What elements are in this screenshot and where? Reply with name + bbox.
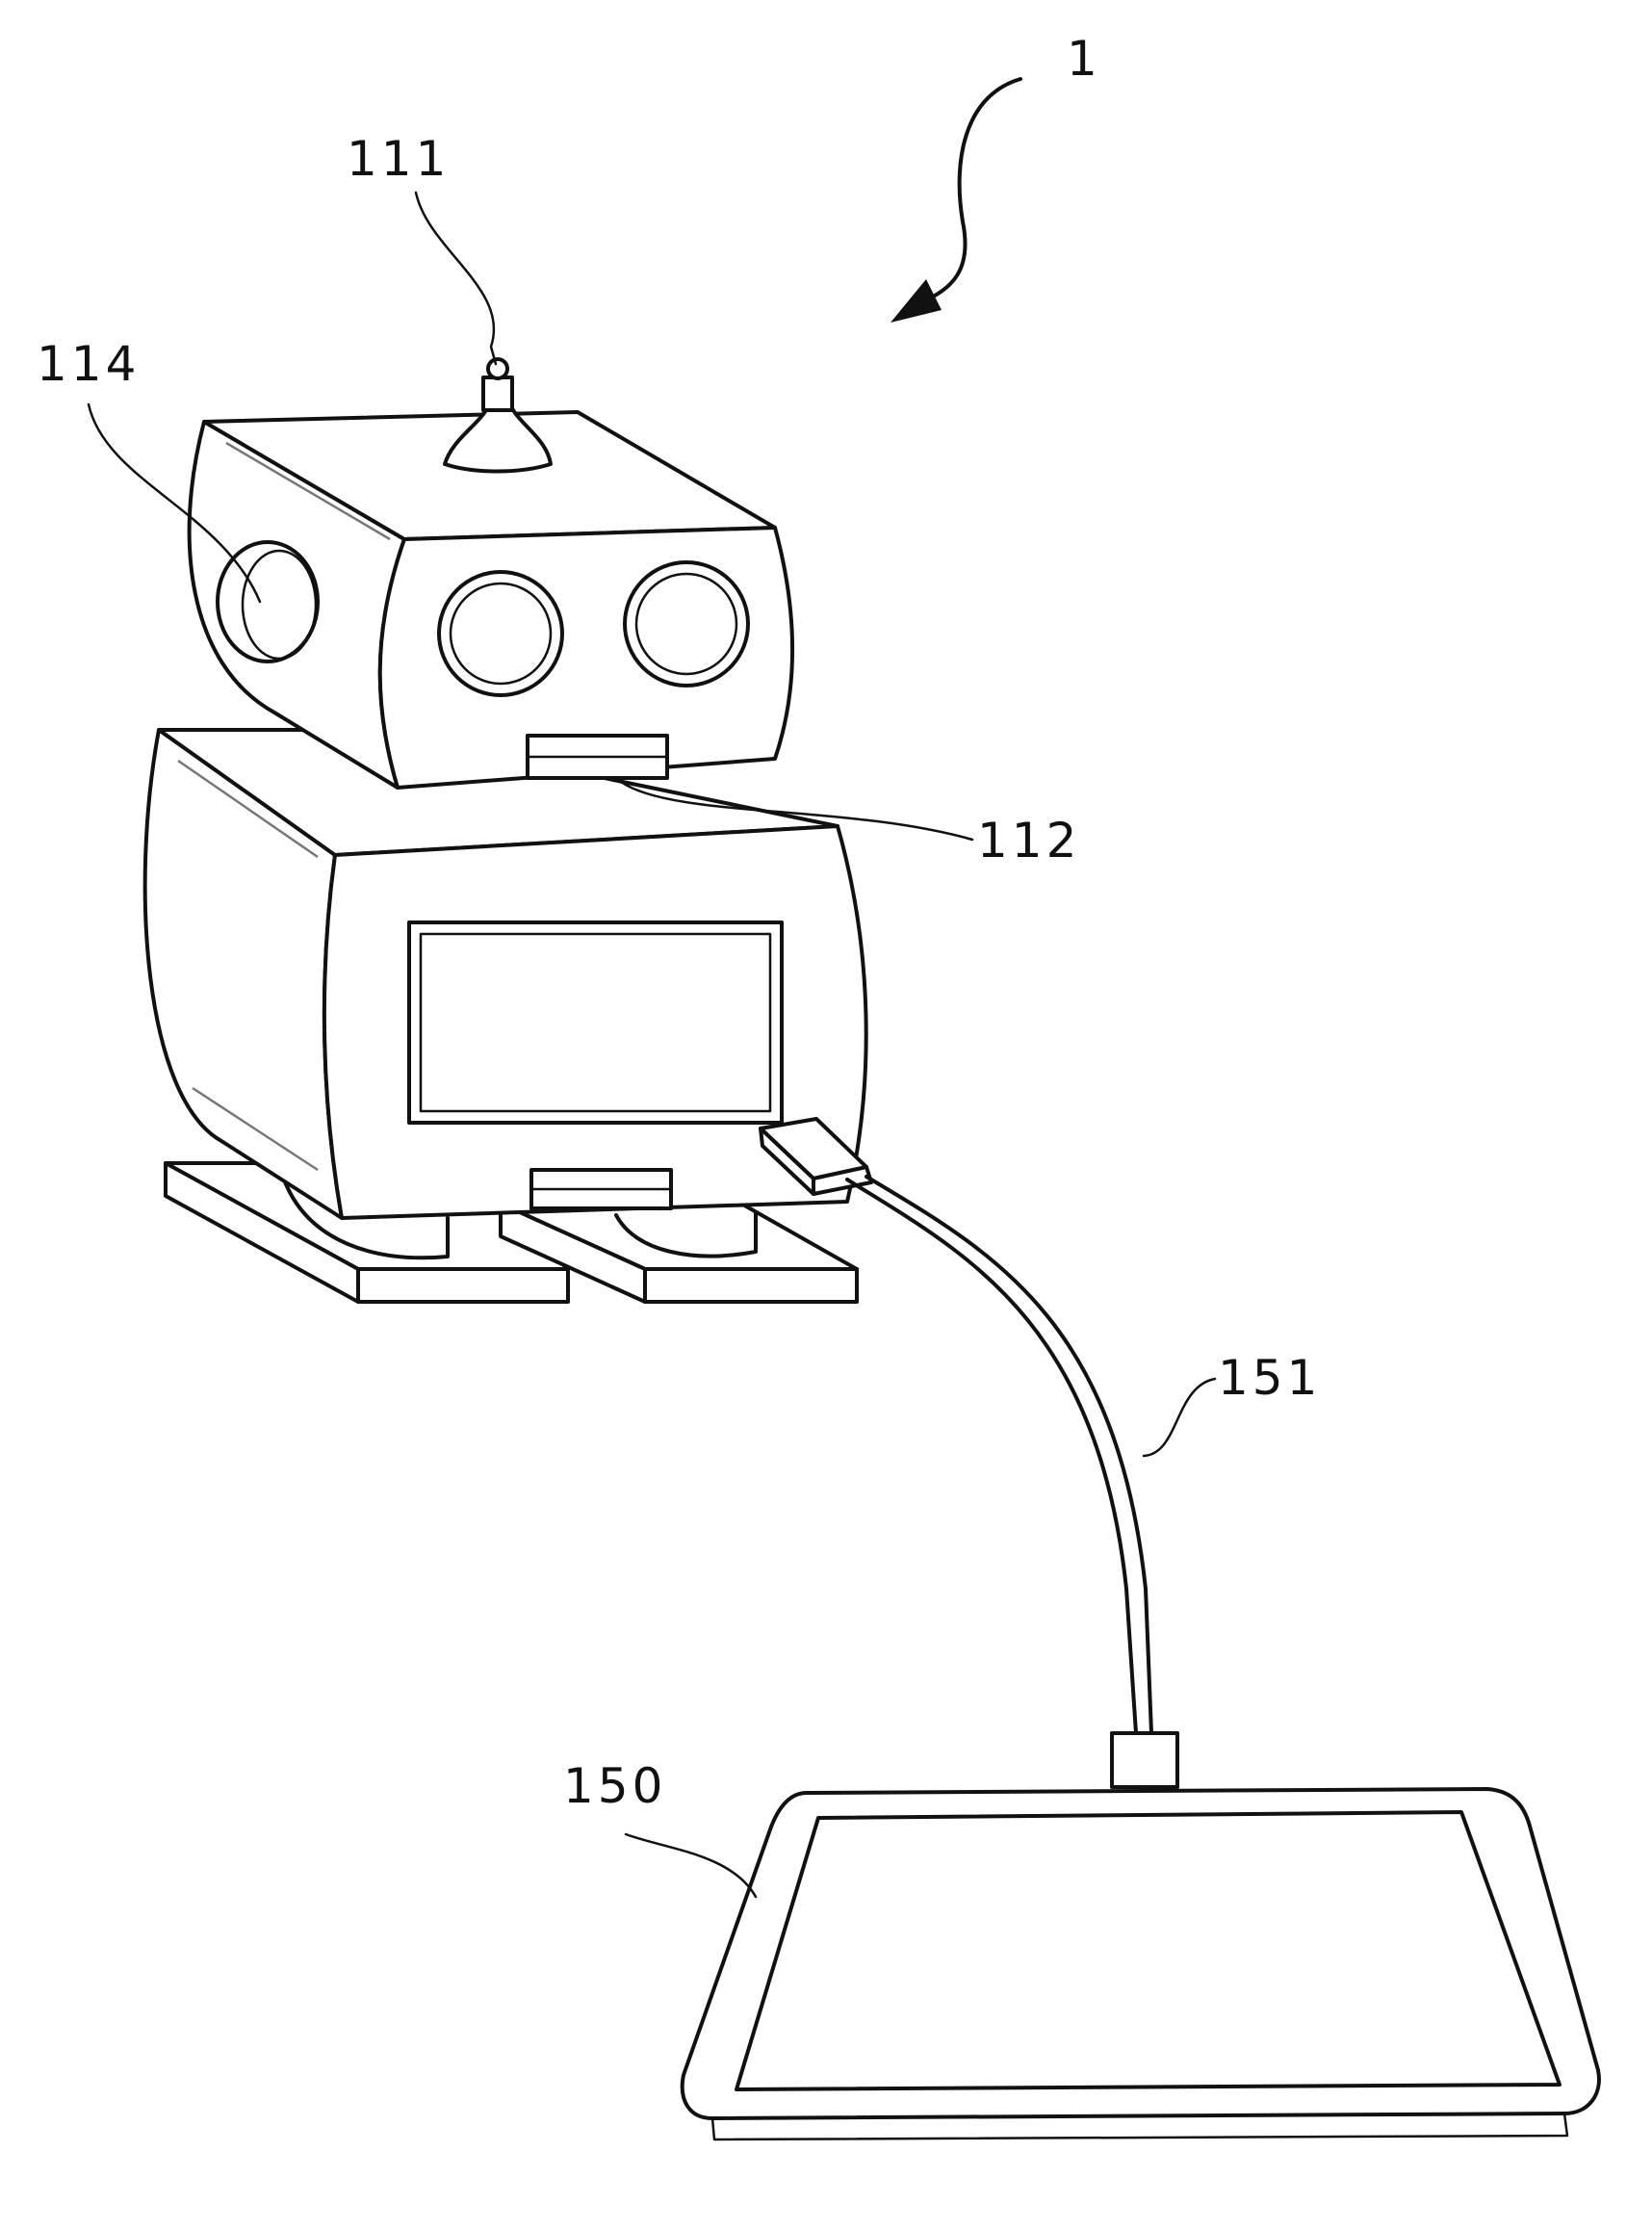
right-foot-front <box>645 1269 857 1302</box>
label-150: 150 <box>563 1758 666 1814</box>
body-display-outer <box>409 922 782 1123</box>
left-eye-outer <box>439 572 562 695</box>
antenna-callout: 111 <box>347 131 496 364</box>
tablet-leader-line <box>626 1834 756 1897</box>
robot-head <box>190 359 792 788</box>
label-112: 112 <box>977 813 1080 869</box>
cable-line-b <box>866 1177 1151 1733</box>
cable-line-a <box>847 1180 1136 1733</box>
antenna-stem <box>483 377 512 410</box>
left-foot-front <box>358 1269 568 1302</box>
label-1: 1 <box>1067 31 1101 87</box>
cable-assembly <box>761 1119 1177 1787</box>
right-eye-outer <box>625 562 748 686</box>
cable-callout: 151 <box>1144 1350 1321 1456</box>
tablet-cable-plug <box>1112 1733 1177 1787</box>
cable-leader-line <box>1144 1379 1215 1456</box>
tablet-device <box>683 1789 1599 2139</box>
assembly-callout: 1 <box>891 31 1101 323</box>
assembly-leader-line <box>919 79 1020 303</box>
label-114: 114 <box>37 336 140 392</box>
robot-body <box>145 730 866 1218</box>
antenna-tip <box>488 359 507 378</box>
tablet-screen <box>736 1812 1560 2089</box>
label-111: 111 <box>347 131 450 187</box>
tablet-callout: 150 <box>563 1758 756 1897</box>
assembly-arrowhead-icon <box>891 279 942 323</box>
antenna-leader-line <box>416 193 496 364</box>
label-151: 151 <box>1218 1350 1321 1406</box>
side-lens-outer <box>218 542 318 661</box>
